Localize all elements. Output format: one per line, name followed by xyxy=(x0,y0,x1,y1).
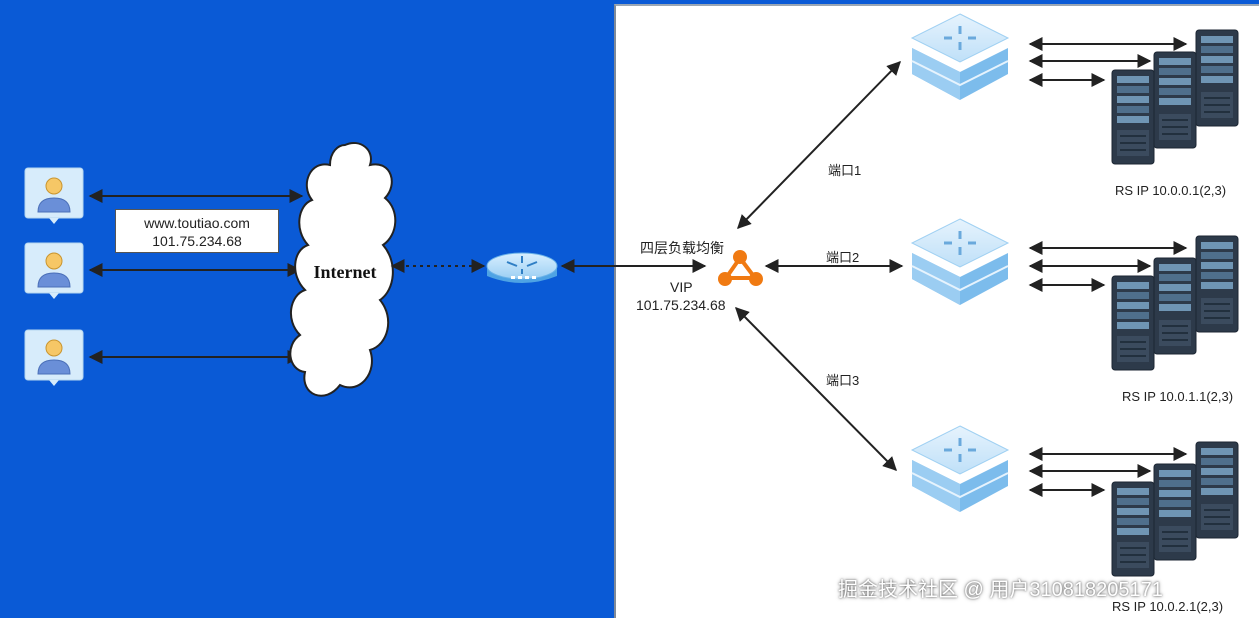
switch-icon xyxy=(910,13,1010,100)
vip-address: 101.75.234.68 xyxy=(636,297,726,313)
server-group-label-1: RS IP 10.0.0.1(2,3) xyxy=(1115,183,1227,198)
server-rack-icon xyxy=(1111,275,1155,371)
watermark: 掘金技术社区 @ 用户310818205171 xyxy=(838,579,1163,601)
router-icon xyxy=(486,252,558,283)
server-rack-icon xyxy=(1195,235,1239,333)
port3-link xyxy=(735,307,897,471)
port-label-2: 端口2 xyxy=(826,250,860,265)
user-icon xyxy=(24,242,84,299)
cloud-icon xyxy=(289,142,397,397)
port-label-1: 端口1 xyxy=(828,163,862,178)
server-group-label-2: RS IP 10.0.1.1(2,3) xyxy=(1122,389,1234,404)
load-balancer-icon xyxy=(718,250,763,286)
user-icon xyxy=(24,329,84,386)
server-rack-icon xyxy=(1195,29,1239,127)
lb-title: 四层负载均衡 xyxy=(640,240,724,256)
user-icon xyxy=(24,167,84,224)
port1-link xyxy=(737,60,901,230)
server-rack-icon xyxy=(1111,481,1155,577)
domain-box: www.toutiao.com 101.75.234.68 xyxy=(115,209,279,253)
domain-ip: 101.75.234.68 xyxy=(152,233,242,249)
port-label-3: 端口3 xyxy=(826,373,860,388)
internet-label: Internet xyxy=(313,262,377,282)
server-rack-icon xyxy=(1111,69,1155,165)
server-rack-icon xyxy=(1195,441,1239,539)
server-rack-icon xyxy=(1153,257,1197,355)
switch-icon xyxy=(910,218,1010,305)
switch-icon xyxy=(910,425,1010,512)
server-group-label-3: RS IP 10.0.2.1(2,3) xyxy=(1112,599,1224,614)
domain-url: www.toutiao.com xyxy=(144,215,250,231)
vip-label: VIP xyxy=(670,279,693,295)
server-rack-icon xyxy=(1153,51,1197,149)
server-rack-icon xyxy=(1153,463,1197,561)
